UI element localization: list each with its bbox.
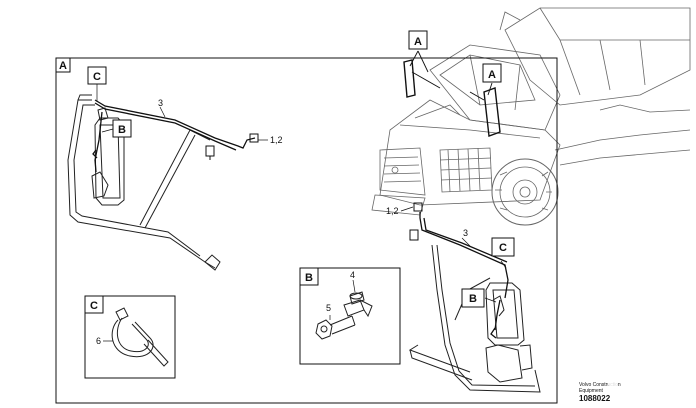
svg-text:B: B (469, 293, 477, 305)
svg-text:Avito: Avito (632, 368, 684, 389)
drawing-number: 1088022 (579, 394, 611, 403)
left-connector (205, 133, 259, 160)
bolt-and-nut-drawing (315, 291, 373, 340)
callout-c-detail: C (84, 295, 104, 314)
left-wiring-harness (92, 99, 256, 173)
truck-callout-leaders (409, 50, 493, 96)
footer-equipment: Equipment (579, 388, 604, 394)
right-leaders (400, 206, 507, 303)
part-label-connector-right: 1,2 (386, 206, 399, 216)
part-label-nut: 4 (350, 270, 355, 280)
articulated-hauler-illustration (371, 7, 691, 226)
callout-b-left: B (112, 119, 132, 138)
main-frame (55, 57, 558, 404)
svg-text:C: C (499, 242, 507, 254)
callout-b-right: B (461, 288, 485, 308)
part-label-bolt: 5 (326, 303, 331, 313)
callout-section-a: A (55, 57, 71, 73)
callout-truck-a-right: A (482, 63, 502, 83)
watermark: Avito (604, 368, 684, 389)
callout-c-left: C (87, 66, 107, 85)
svg-text:A: A (414, 36, 422, 48)
svg-text:A: A (59, 60, 67, 72)
right-wiring-harness (419, 212, 509, 339)
callout-truck-a-left: A (408, 30, 428, 50)
part-label-connector-left: 1,2 (270, 135, 283, 145)
detail-b-leaders (329, 279, 356, 320)
svg-text:B: B (118, 124, 126, 136)
svg-text:B: B (305, 272, 313, 284)
part-label-cable-tie: 6 (96, 336, 101, 346)
right-mirror-assembly (408, 244, 541, 393)
callout-c-right: C (491, 237, 515, 257)
callout-b-detail: B (299, 267, 319, 286)
part-label-harness-right: 3 (463, 228, 468, 238)
svg-text:A: A (488, 69, 496, 81)
cable-tie-drawing (111, 307, 169, 367)
right-connector (409, 202, 423, 241)
left-leaders (96, 84, 268, 141)
left-mirror-assembly (67, 94, 221, 271)
part-label-harness-left: 3 (158, 98, 163, 108)
svg-text:C: C (93, 71, 101, 83)
footer-company: Volvo Construction (579, 382, 621, 388)
svg-text:C: C (90, 300, 98, 312)
